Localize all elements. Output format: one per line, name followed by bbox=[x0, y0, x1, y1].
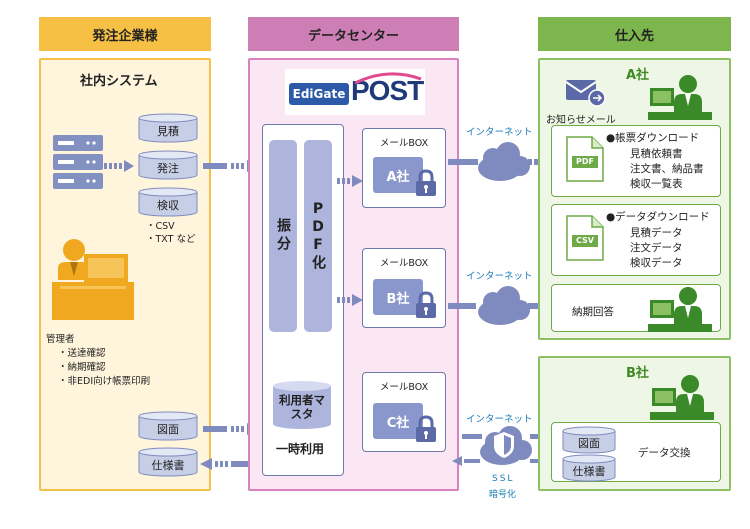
admin-person-icon bbox=[52, 236, 134, 320]
internet-cloud-icon bbox=[448, 282, 558, 334]
doc-label: 発注 bbox=[157, 162, 179, 175]
header-datacenter: データセンター bbox=[248, 17, 459, 51]
internet-label-3: インターネット bbox=[466, 414, 533, 425]
form-item-1: 見積依頼書 bbox=[630, 148, 683, 160]
format-csv: ・CSV bbox=[146, 221, 175, 232]
admin-task-1: ・送達確認 bbox=[58, 348, 106, 359]
mailbox-c: メールBOX C社 bbox=[362, 372, 446, 452]
flow-arrow-dc-to-spec bbox=[200, 455, 262, 474]
supplier-person-icon bbox=[650, 374, 714, 424]
admin-task-3: ・非EDI向け帳票印刷 bbox=[58, 376, 151, 387]
header-orderer: 発注企業様 bbox=[39, 17, 211, 51]
encryption-label: 暗号化 bbox=[489, 490, 517, 500]
temp-use-label: 一時利用 bbox=[276, 442, 325, 456]
server-icon bbox=[52, 134, 104, 192]
internet-cloud-icon bbox=[448, 138, 558, 190]
pdf-bar: PDF化 bbox=[304, 140, 332, 332]
lock-icon bbox=[416, 415, 436, 442]
form-item-2: 注文書、納品書 bbox=[630, 163, 704, 175]
doc-cylinder-spec: 仕様書 bbox=[138, 447, 198, 477]
mailbox-a: メールBOX A社 bbox=[362, 128, 446, 208]
mailbox-company: A社 bbox=[373, 157, 423, 193]
notify-label: お知らせメール bbox=[546, 115, 616, 126]
logo-prefix: EdiGate bbox=[289, 83, 349, 105]
flow-arrow-server bbox=[104, 157, 138, 176]
edigate-logo: EdiGate POST bbox=[285, 69, 425, 115]
ssl-cloud-icon bbox=[448, 424, 558, 476]
system-title: 社内システム bbox=[80, 74, 158, 89]
lock-icon bbox=[416, 169, 436, 196]
pdf-file-icon: PDF bbox=[566, 136, 604, 186]
data-item-3: 検収データ bbox=[630, 257, 683, 269]
delivery-reply-label: 納期回答 bbox=[572, 306, 614, 318]
sort-bar: 振分 bbox=[269, 140, 297, 332]
doc-cylinder-inspection: 検収 bbox=[138, 187, 198, 217]
internet-label-2: インターネット bbox=[466, 271, 533, 282]
format-txt: ・TXT など bbox=[146, 234, 196, 245]
form-download-title: ●帳票ダウンロード bbox=[606, 132, 700, 144]
doc-label: 仕様書 bbox=[572, 465, 606, 478]
ssl-label: SSL bbox=[492, 474, 515, 484]
data-download-title: ●データダウンロード bbox=[606, 211, 710, 223]
doc-cylinder-estimate: 見積 bbox=[138, 113, 198, 143]
data-item-2: 注文データ bbox=[630, 242, 683, 254]
mailbox-b: メールBOX B社 bbox=[362, 248, 446, 328]
doc-cylinder-order: 発注 bbox=[138, 150, 198, 180]
user-master-label: 利用者マスタ bbox=[279, 393, 325, 421]
doc-cylinder-drawing: 図面 bbox=[138, 411, 198, 441]
doc-label: 仕様書 bbox=[151, 459, 185, 472]
mailbox-title: メールBOX bbox=[379, 138, 429, 149]
pdf-label: PDF化 bbox=[310, 201, 326, 271]
supplier-person-icon bbox=[648, 286, 712, 336]
supplier-b-title: B社 bbox=[626, 366, 649, 381]
mailbox-title: メールBOX bbox=[379, 258, 429, 269]
header-supplier: 仕入先 bbox=[538, 17, 731, 51]
admin-title: 管理者 bbox=[46, 334, 75, 345]
user-master-cylinder: 利用者マスタ bbox=[272, 380, 332, 430]
mail-icon bbox=[565, 78, 606, 112]
csv-icon-label: CSV bbox=[576, 236, 594, 245]
flow-arrow-to-mailbox-a bbox=[337, 172, 365, 191]
mailbox-title: メールBOX bbox=[379, 382, 429, 393]
csv-file-icon: CSV bbox=[566, 215, 604, 265]
supplier-person-icon bbox=[648, 74, 712, 124]
doc-label: 見積 bbox=[157, 125, 179, 138]
b-doc-cylinder-drawing: 図面 bbox=[562, 426, 616, 454]
supplier-a-title: A社 bbox=[626, 68, 650, 83]
mailbox-company: B社 bbox=[373, 279, 423, 315]
mailbox-company: C社 bbox=[373, 403, 423, 439]
pdf-icon-label: PDF bbox=[576, 157, 594, 166]
doc-label: 図面 bbox=[157, 423, 179, 436]
flow-arrow-to-mailbox-b bbox=[337, 291, 365, 310]
admin-task-2: ・納期確認 bbox=[58, 362, 106, 373]
doc-label: 図面 bbox=[578, 437, 600, 450]
data-exchange-label: データ交換 bbox=[638, 447, 691, 459]
data-item-1: 見積データ bbox=[630, 227, 683, 239]
form-item-3: 検収一覧表 bbox=[630, 178, 683, 190]
doc-label: 検収 bbox=[157, 199, 179, 212]
internet-label-1: インターネット bbox=[466, 127, 533, 138]
b-doc-cylinder-spec: 仕様書 bbox=[562, 454, 616, 482]
lock-icon bbox=[416, 291, 436, 318]
sort-label: 振分 bbox=[275, 218, 291, 254]
